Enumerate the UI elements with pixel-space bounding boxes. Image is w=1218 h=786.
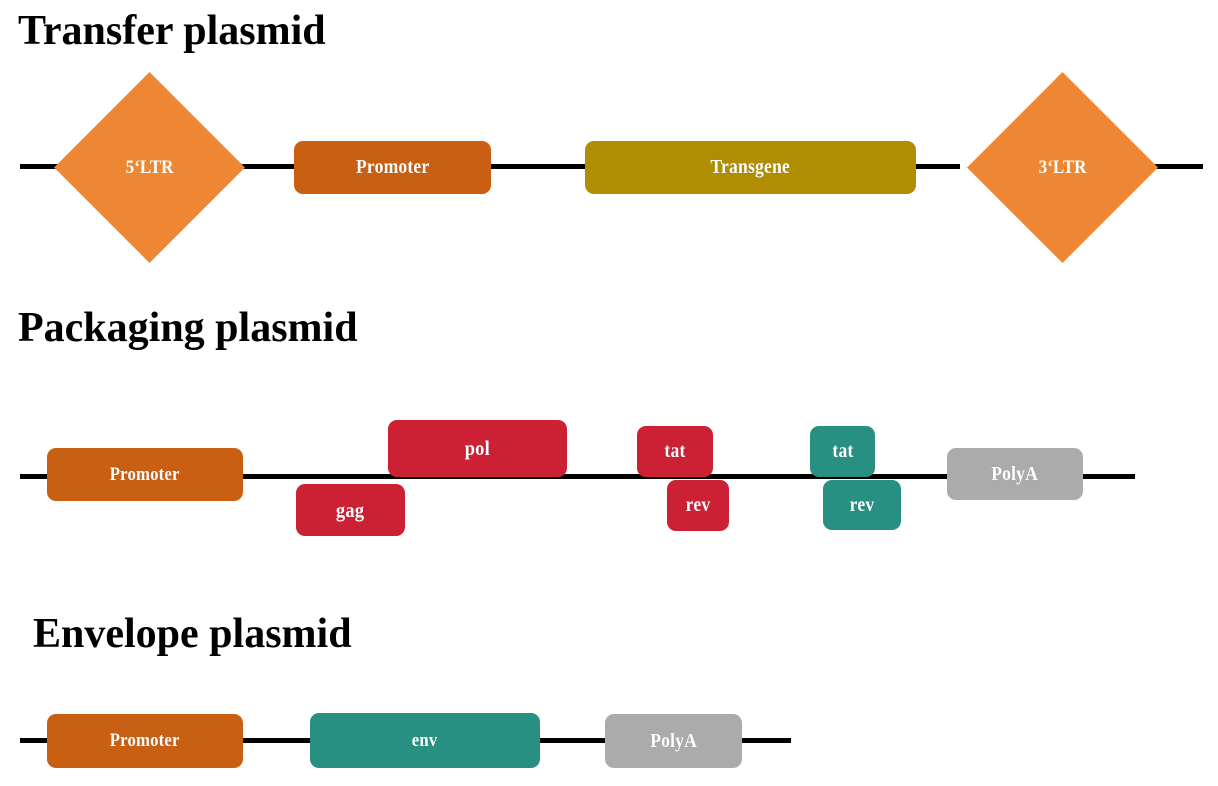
envelope-backbone-segment-right (735, 738, 791, 743)
feature-env[interactable]: env (310, 713, 540, 768)
feature-three-prime-ltr[interactable]: 3‘LTR (967, 72, 1158, 263)
feature-pol[interactable]: pol (388, 420, 567, 477)
transfer-backbone-segment-right (1150, 164, 1203, 169)
packaging-plasmid-title: Packaging plasmid (18, 305, 358, 351)
envelope-backbone-segment-3 (530, 738, 620, 743)
feature-five-prime-ltr[interactable]: 5‘LTR (54, 72, 245, 263)
feature-label: 3‘LTR (1038, 156, 1087, 178)
feature-packaging-polya[interactable]: PolyA (947, 448, 1083, 500)
feature-tat-red[interactable]: tat (637, 426, 713, 477)
feature-envelope-polya[interactable]: PolyA (605, 714, 742, 768)
packaging-backbone (20, 474, 1135, 479)
feature-transfer-promoter[interactable]: Promoter (294, 141, 491, 194)
envelope-backbone-segment-2 (235, 738, 325, 743)
feature-rev-teal[interactable]: rev (823, 480, 901, 530)
feature-gag[interactable]: gag (296, 484, 405, 536)
feature-label: 5‘LTR (125, 156, 174, 178)
envelope-plasmid-title: Envelope plasmid (33, 611, 352, 657)
feature-rev-red[interactable]: rev (667, 480, 729, 531)
feature-packaging-promoter[interactable]: Promoter (47, 448, 243, 501)
feature-envelope-promoter[interactable]: Promoter (47, 714, 243, 768)
feature-transgene[interactable]: Transgene (585, 141, 916, 194)
transfer-plasmid-title: Transfer plasmid (18, 8, 326, 54)
feature-tat-teal[interactable]: tat (810, 426, 875, 477)
